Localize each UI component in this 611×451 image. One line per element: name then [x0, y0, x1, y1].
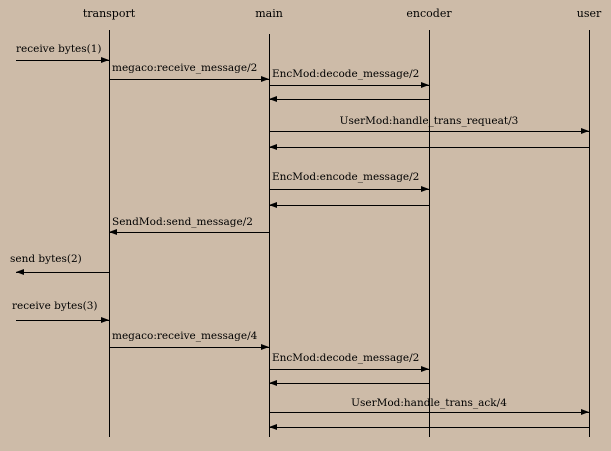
lifeline-main	[269, 34, 270, 437]
message-line	[269, 383, 429, 384]
arrow-head-left-icon	[269, 96, 277, 102]
arrow-head-right-icon	[261, 76, 269, 82]
arrow-head-left-icon	[16, 269, 24, 275]
actor-label-encoder: encoder	[406, 7, 452, 20]
actor-label-transport: transport	[82, 7, 136, 20]
message-line	[269, 131, 589, 132]
arrow-head-right-icon	[101, 57, 109, 63]
arrow-head-right-icon	[101, 317, 109, 323]
message-label: send bytes(2)	[10, 253, 82, 265]
actor-label-user: user	[576, 7, 602, 20]
message-line	[269, 205, 429, 206]
message-label: SendMod:send_message/2	[112, 216, 253, 228]
message-label: EncMod:encode_message/2	[272, 171, 420, 183]
message-line	[269, 412, 589, 413]
arrow-head-right-icon	[421, 366, 429, 372]
message-label: megaco:receive_message/4	[112, 330, 258, 342]
message-label: receive bytes(1)	[16, 43, 102, 55]
message-line	[269, 189, 429, 190]
arrow-head-left-icon	[269, 424, 277, 430]
message-line	[269, 427, 589, 428]
arrow-head-left-icon	[109, 229, 117, 235]
arrow-head-right-icon	[261, 344, 269, 350]
message-label: EncMod:decode_message/2	[272, 352, 420, 364]
message-line	[269, 99, 429, 100]
arrow-head-right-icon	[421, 82, 429, 88]
message-label: UserMod:handle_trans_ack/4	[351, 397, 507, 409]
arrow-head-right-icon	[581, 128, 589, 134]
arrow-head-right-icon	[581, 409, 589, 415]
message-label: UserMod:handle_trans_requeat/3	[339, 115, 519, 127]
arrow-head-left-icon	[269, 144, 277, 150]
message-line	[109, 79, 269, 80]
actor-label-main: main	[255, 7, 283, 20]
message-line	[16, 320, 109, 321]
message-line	[109, 347, 269, 348]
lifeline-encoder	[429, 30, 430, 437]
message-line	[269, 369, 429, 370]
message-line	[269, 85, 429, 86]
message-label: EncMod:decode_message/2	[272, 68, 420, 80]
arrow-head-left-icon	[269, 202, 277, 208]
message-line	[109, 232, 269, 233]
message-line	[16, 60, 109, 61]
lifeline-user	[589, 30, 590, 437]
arrow-head-right-icon	[421, 186, 429, 192]
message-label: megaco:receive_message/2	[112, 62, 258, 74]
message-line	[269, 147, 589, 148]
message-label: receive bytes(3)	[12, 300, 98, 312]
arrow-head-left-icon	[269, 380, 277, 386]
message-line	[16, 272, 109, 273]
